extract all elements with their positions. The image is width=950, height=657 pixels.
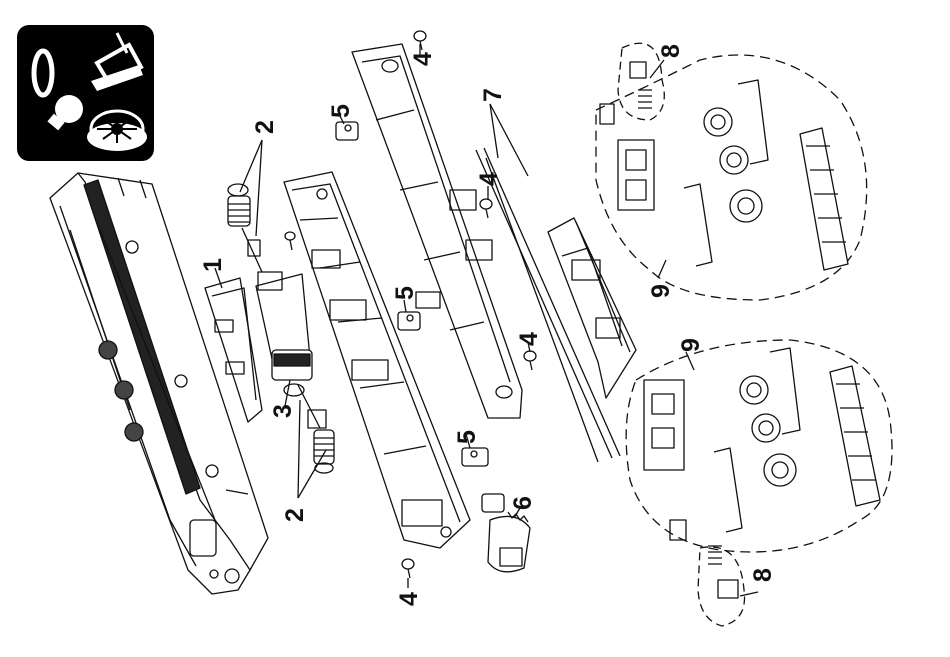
- part-4-screw-mid: [480, 199, 492, 218]
- callout-8-bottom: 8: [748, 560, 778, 590]
- callout-5-top: 5: [326, 96, 356, 126]
- part-8-spring-bottom: [670, 520, 745, 626]
- base-tray: [548, 218, 636, 398]
- callout-9-bottom: 9: [676, 330, 706, 360]
- callout-5-mid: 5: [390, 278, 420, 308]
- part-9-bogie-bottom: [626, 340, 892, 552]
- callout-5-bottom: 5: [452, 422, 482, 452]
- part-2-driveshaft-bottom: [298, 385, 334, 473]
- screw-small: [285, 232, 295, 250]
- callout-8-top: 8: [656, 36, 686, 66]
- part-9-bogie-top: [596, 55, 867, 300]
- callout-4-right: 4: [514, 324, 544, 354]
- part-8-spring-top: [600, 43, 664, 124]
- part-3-motor: [256, 272, 312, 396]
- callout-3: 3: [268, 396, 298, 426]
- callout-4-top: 4: [408, 44, 438, 74]
- callout-1: 1: [198, 250, 228, 280]
- callout-2-top: 2: [250, 112, 280, 142]
- part-4-screw-bottom: [402, 559, 414, 578]
- callout-9-top: 9: [646, 276, 676, 306]
- part-5-clip-mid: [398, 312, 420, 330]
- callout-4-mid: 4: [474, 164, 504, 194]
- callout-6: 6: [508, 488, 538, 518]
- callout-7: 7: [478, 80, 508, 110]
- callout-4-bottom: 4: [394, 584, 424, 614]
- callout-2-bottom: 2: [280, 500, 310, 530]
